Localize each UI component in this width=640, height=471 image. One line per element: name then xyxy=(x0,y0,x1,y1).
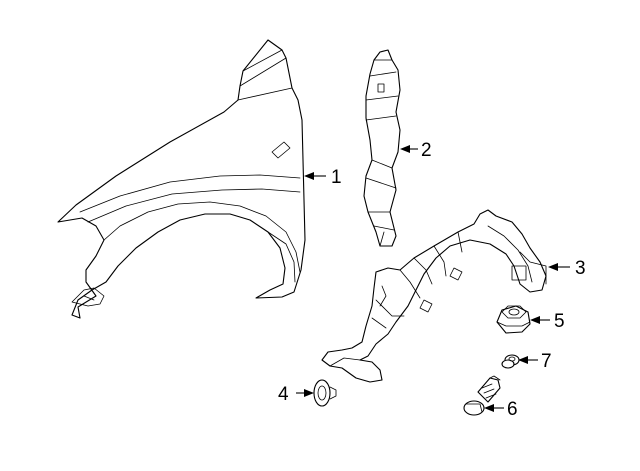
callout-2: 2 xyxy=(400,140,432,161)
callout-3-number: 3 xyxy=(575,258,586,279)
part-2-shield xyxy=(363,49,401,247)
callout-4: 4 xyxy=(278,384,314,405)
callout-7-number: 7 xyxy=(541,351,552,372)
callout-3: 3 xyxy=(548,258,586,279)
part-7-grommet xyxy=(501,354,520,369)
part-4-clip xyxy=(313,379,337,407)
callout-2-number: 2 xyxy=(421,140,432,161)
callout-4-number: 4 xyxy=(278,384,289,405)
part-6-screw xyxy=(463,375,501,416)
callout-6-number: 6 xyxy=(507,399,518,420)
part-5-nut xyxy=(496,305,531,334)
part-1-fender xyxy=(57,39,306,319)
callout-7: 7 xyxy=(518,351,552,372)
callout-5: 5 xyxy=(530,311,565,332)
callout-5-number: 5 xyxy=(554,311,565,332)
callout-6: 6 xyxy=(484,399,518,420)
part-3-liner xyxy=(321,209,547,383)
callout-1-number: 1 xyxy=(331,167,342,188)
callout-1: 1 xyxy=(304,167,342,188)
